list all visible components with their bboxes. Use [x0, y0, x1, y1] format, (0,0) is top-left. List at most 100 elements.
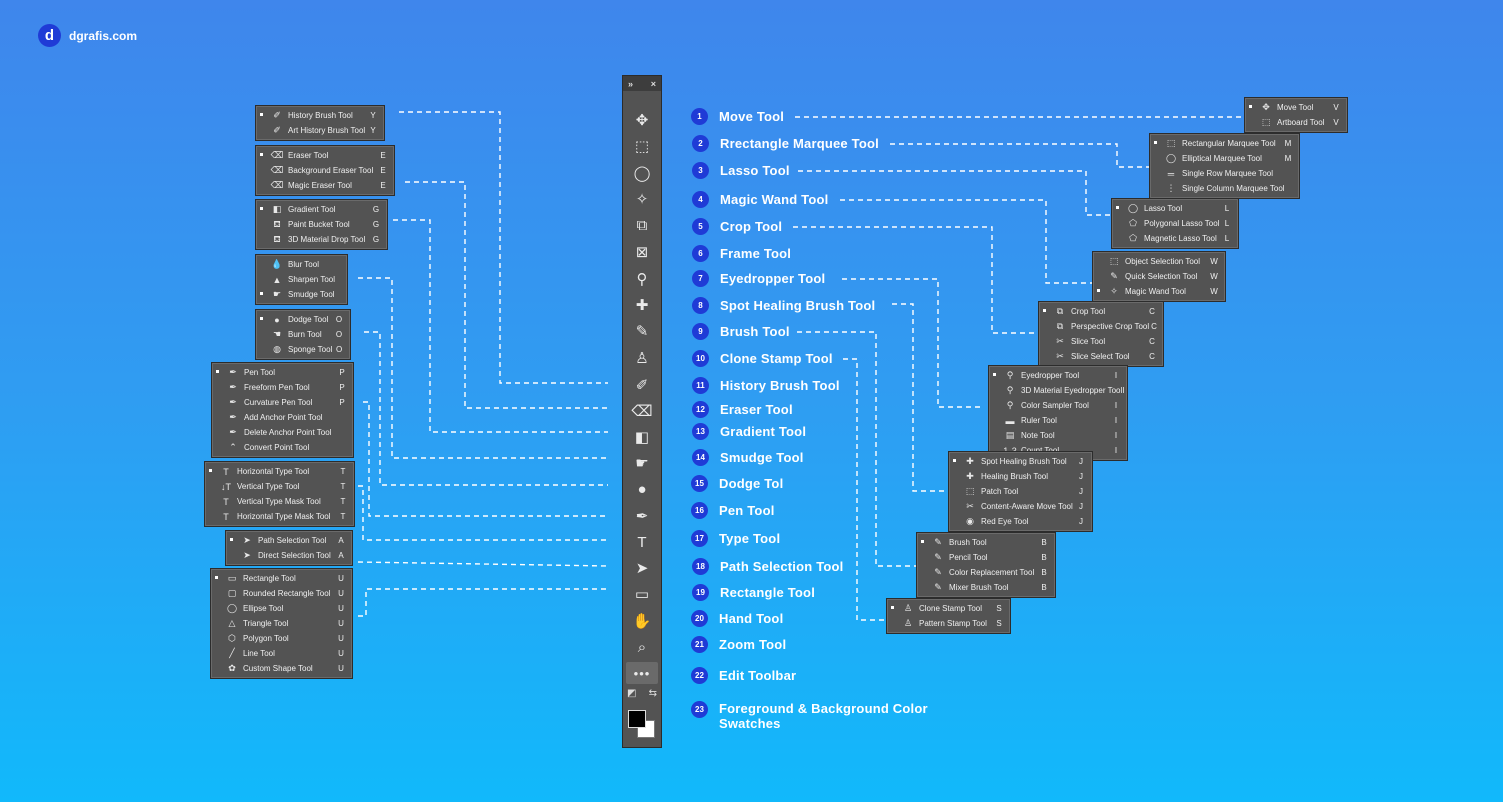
toolbar-clone-stamp-icon[interactable]: ♙: [635, 350, 649, 367]
toolbar-move-icon[interactable]: ✥: [635, 112, 649, 129]
close-icon[interactable]: ×: [650, 78, 656, 89]
swap-colors-icon[interactable]: ⇆: [648, 688, 657, 699]
tool-number-badge: 14: [692, 449, 709, 466]
toolbar-dodge-icon[interactable]: ●: [637, 480, 647, 498]
flyout-item[interactable]: ✒Delete Anchor Point Tool: [212, 425, 353, 440]
flyout-item[interactable]: ⋮Single Column Marquee Tool: [1150, 181, 1299, 196]
toolbar-smudge-icon[interactable]: ☛: [635, 455, 649, 472]
toolbar-frame-icon[interactable]: ⊠: [635, 244, 649, 261]
tool-icon: T: [223, 496, 229, 507]
toolbar-brush-icon[interactable]: ✎: [635, 323, 649, 340]
toolbar-gradient-icon[interactable]: ◧: [634, 429, 650, 446]
toolbar-hand-icon[interactable]: ✋: [632, 613, 652, 630]
tool-number-badge: 4: [692, 191, 709, 208]
toolbar-more-icon[interactable]: •••: [626, 662, 658, 684]
toolbar-spot-healing-icon[interactable]: ✚: [635, 297, 649, 314]
toolbar-rectangle-icon[interactable]: ▭: [634, 586, 650, 603]
flyout-item[interactable]: ✒Add Anchor Point Tool: [212, 410, 353, 425]
toolbar-rect-marquee-icon[interactable]: ⬚: [634, 138, 650, 155]
foreground-color-swatch[interactable]: [628, 710, 646, 728]
toolbar-lasso-icon[interactable]: ◯: [633, 165, 651, 182]
collapse-icon[interactable]: »: [628, 78, 634, 89]
toolbar-history-brush-icon[interactable]: ✐: [635, 377, 649, 394]
toolbar-pen-icon[interactable]: ✒: [635, 508, 649, 525]
selected-indicator-icon: [1154, 141, 1157, 144]
toolbar-magic-wand-icon[interactable]: ✧: [635, 191, 649, 208]
toolbar-eyedropper-icon[interactable]: ⚲: [636, 271, 648, 288]
flyout-item[interactable]: ☛Smudge Tool: [256, 287, 347, 302]
toolbar-eraser-icon[interactable]: ⌫: [631, 403, 653, 420]
flyout-item[interactable]: ═Single Row Marquee Tool: [1150, 166, 1299, 181]
tool-name: Foreground & Background Color Swatches: [719, 701, 928, 731]
shortcut-key: Y: [370, 126, 376, 135]
toolbar-path-selection-icon[interactable]: ➤: [635, 560, 649, 577]
flyout-item[interactable]: ⌃Convert Point Tool: [212, 440, 353, 455]
flyout-item[interactable]: 💧Blur Tool: [256, 257, 347, 272]
toolbar-crop-icon[interactable]: ⧉: [636, 216, 648, 234]
toolbar-type-icon[interactable]: T: [637, 533, 647, 551]
toolbar-zoom-icon[interactable]: ⌕: [637, 638, 647, 656]
flyout-item[interactable]: ▲Sharpen Tool: [256, 272, 347, 287]
default-colors-icon[interactable]: ◩: [627, 688, 637, 699]
